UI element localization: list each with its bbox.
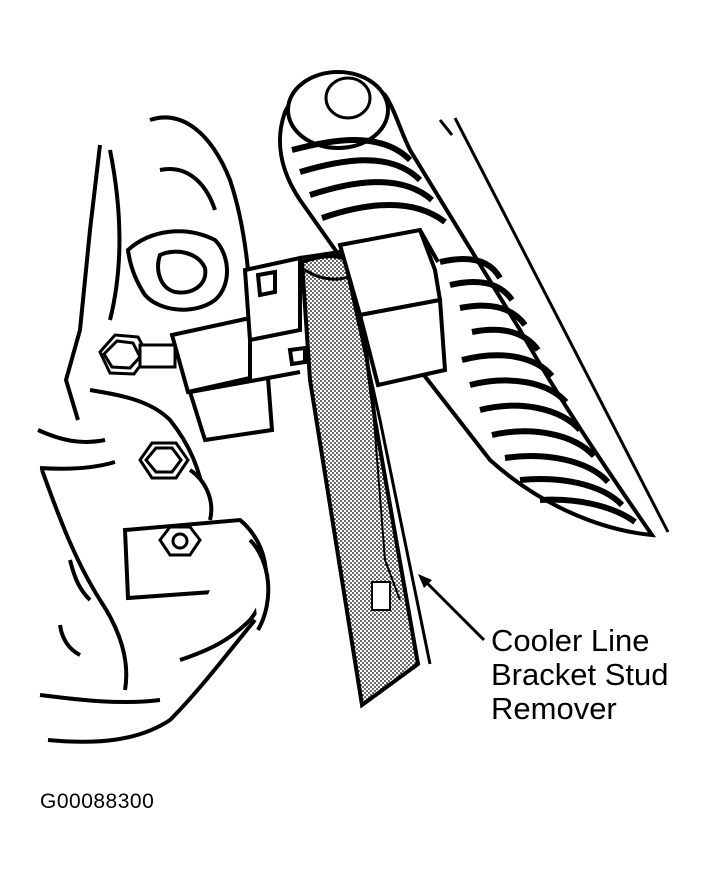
figure-id: G00088300 bbox=[40, 790, 155, 813]
callout-line-3: Remover bbox=[491, 691, 617, 726]
callout-line-1: Cooler Line bbox=[491, 623, 650, 658]
bolt-middle bbox=[138, 441, 190, 480]
mounting-bracket bbox=[89, 388, 271, 662]
callout-leader bbox=[418, 574, 486, 642]
tool-jaw bbox=[337, 227, 448, 388]
callout-line-2: Bracket Stud bbox=[491, 657, 669, 692]
frame-rail bbox=[438, 117, 670, 533]
cooler-line-bracket bbox=[169, 250, 341, 443]
callout-label: Cooler Line Bracket Stud Remover bbox=[491, 624, 668, 726]
cooler-hose bbox=[278, 70, 657, 538]
bolt-lower bbox=[158, 525, 202, 557]
bolt-upper bbox=[98, 333, 177, 376]
transmission-case bbox=[37, 115, 257, 744]
